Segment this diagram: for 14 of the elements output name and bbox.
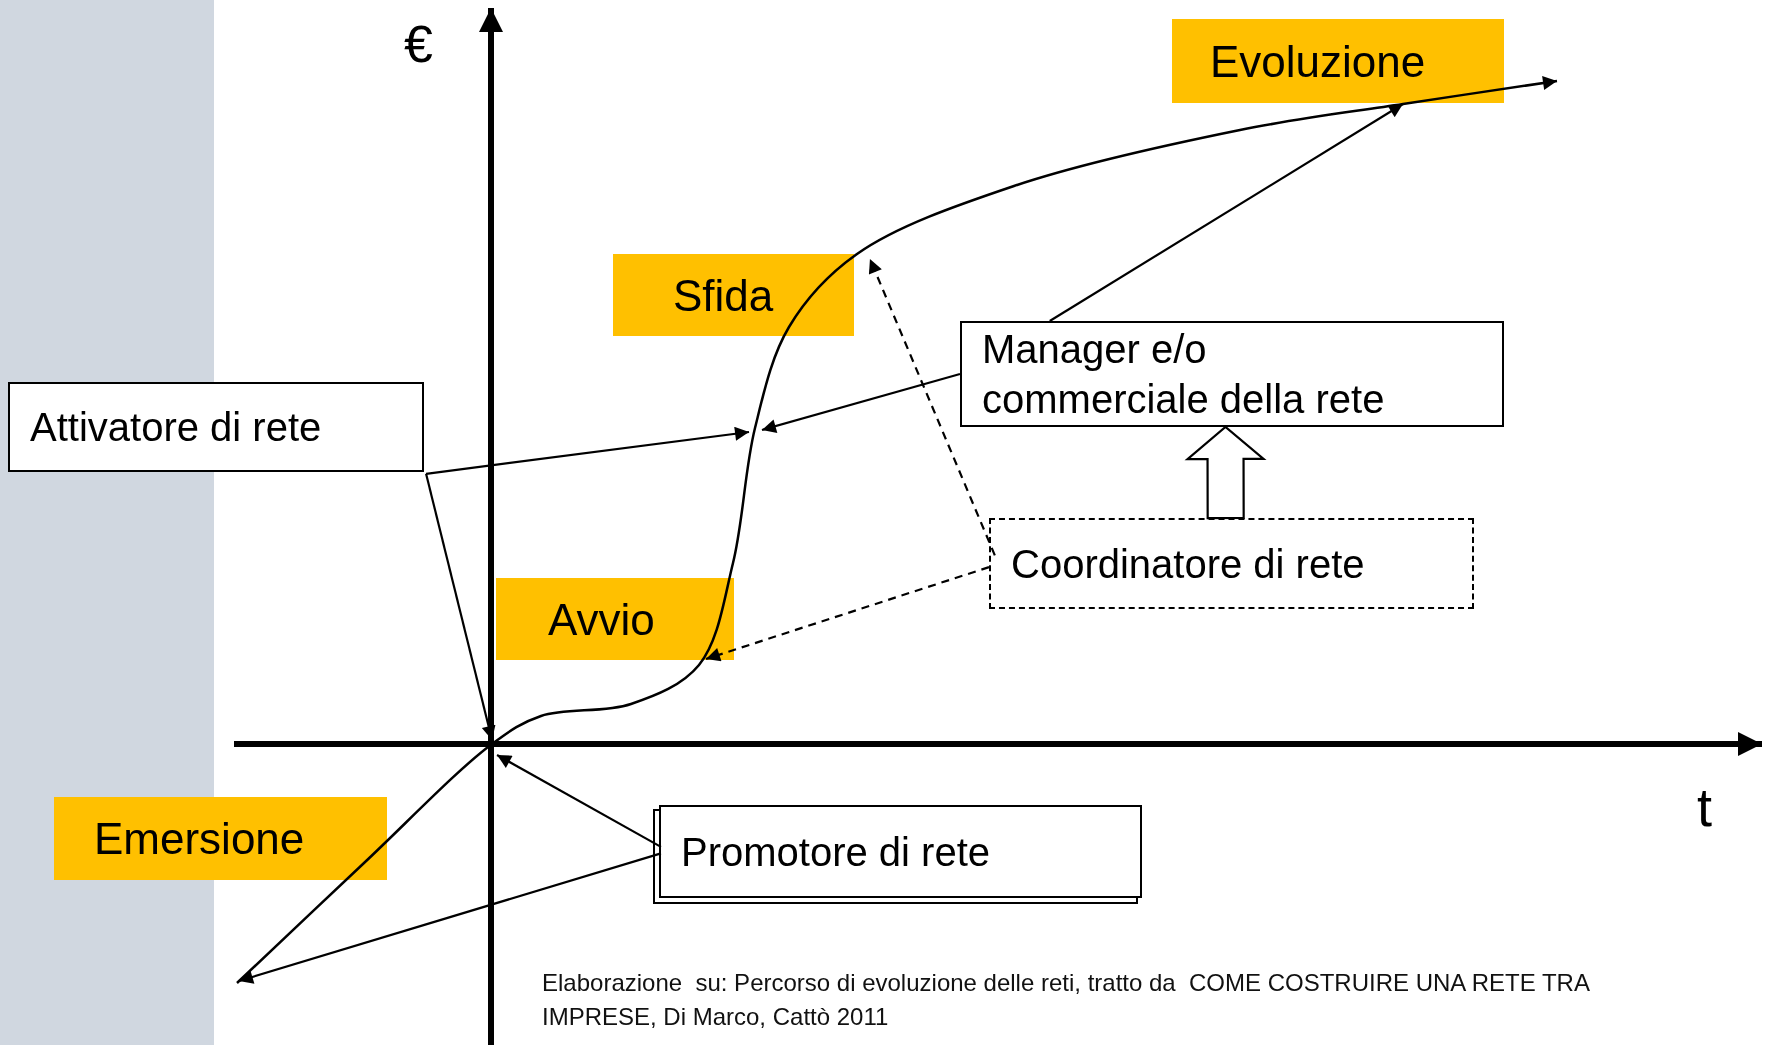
axis-label: t	[1697, 780, 1712, 834]
role-label: Attivatore di rete	[30, 404, 322, 451]
stage-label-box	[1172, 19, 1504, 103]
stage-label: Emersione	[94, 813, 305, 865]
role-label: Manager e/o commerciale della rete	[982, 326, 1386, 423]
stage-label-box	[54, 797, 387, 880]
stage-label: Avvio	[548, 593, 655, 646]
stage-label: Sfida	[673, 269, 774, 322]
stage-label: Evoluzione	[1210, 35, 1426, 88]
source-note: Elaborazione su: Percorso di evoluzione delle reti, tratto da COME COSTRUIRE UNA RETE TRA IMPRESE, Di Marco, Cattò 2011	[542, 968, 1591, 1032]
axis-label: €	[404, 18, 433, 70]
role-label: Promotore di rete	[681, 828, 991, 876]
role-label: Coordinatore di rete	[1011, 540, 1365, 588]
role-box	[8, 382, 424, 472]
